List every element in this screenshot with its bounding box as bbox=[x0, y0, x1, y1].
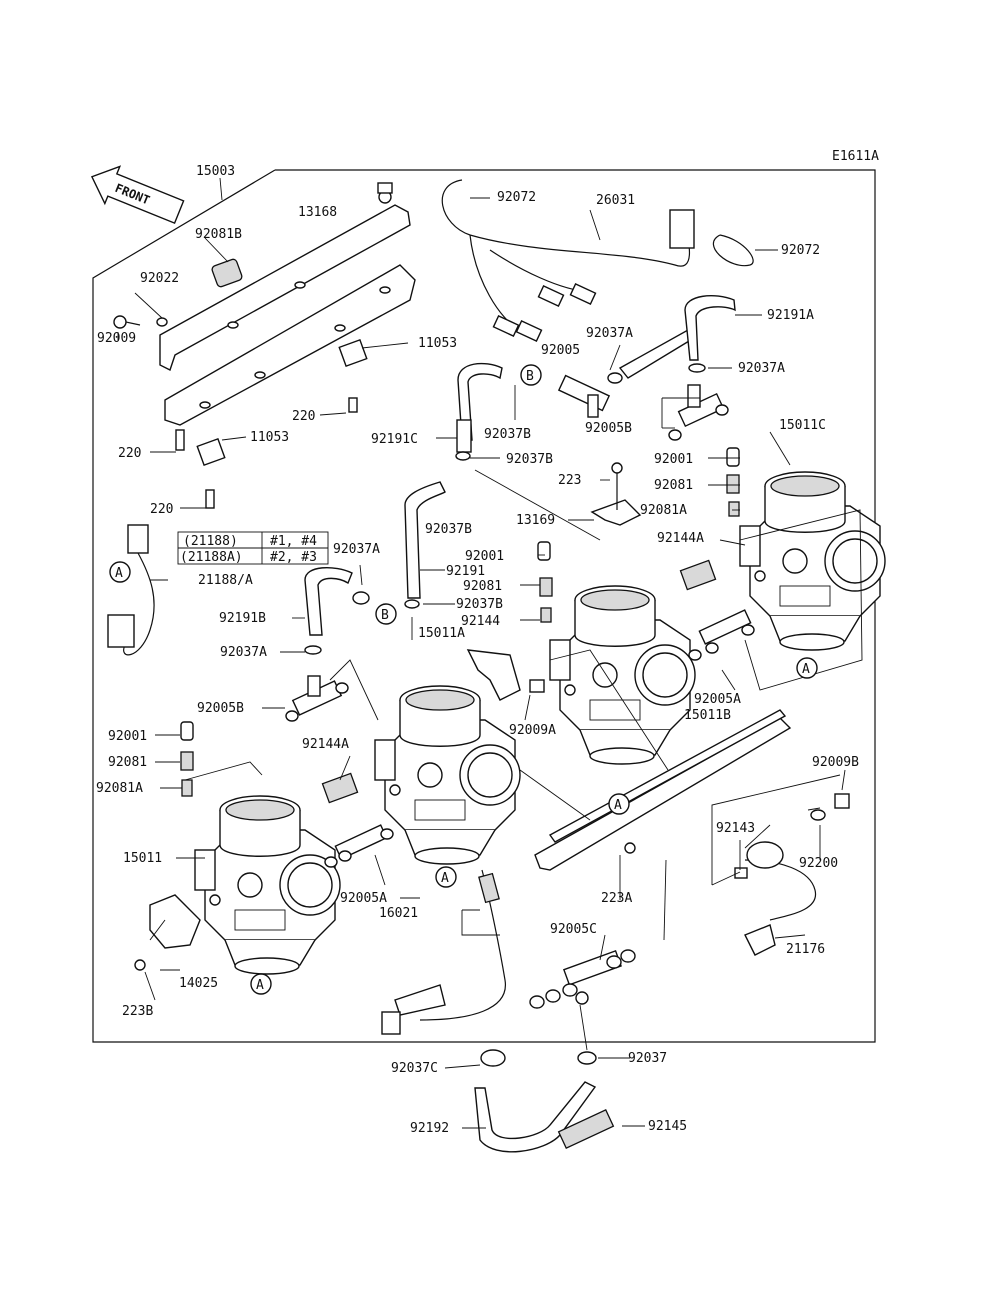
small-parts bbox=[107, 447, 850, 1153]
callout-92001-c: 92001 bbox=[108, 729, 147, 744]
callout-92037: 92037 bbox=[628, 1051, 667, 1066]
callout-11053-b: 11053 bbox=[250, 430, 289, 445]
callout-92037A-a: 92037A bbox=[586, 326, 633, 341]
callout-15011: 15011 bbox=[123, 851, 162, 866]
callout-92145: 92145 bbox=[648, 1119, 687, 1134]
callout-92081-c: 92081 bbox=[108, 755, 147, 770]
callout-21188A: 21188/A bbox=[198, 573, 253, 588]
callout-92081A-a: 92081A bbox=[640, 503, 687, 518]
assembly-frame bbox=[92, 169, 876, 1043]
callout-11053-a: 11053 bbox=[418, 336, 457, 351]
callout-92144A-a: 92144A bbox=[657, 531, 704, 546]
callout-92191: 92191 bbox=[446, 564, 485, 579]
callout-21176: 21176 bbox=[786, 942, 825, 957]
callout-92009B: 92009B bbox=[812, 755, 859, 770]
carburetor-15011A bbox=[374, 685, 521, 865]
ref-b-upper: B bbox=[520, 364, 542, 386]
svg-text:A: A bbox=[441, 871, 449, 886]
callout-92005B-b: 92005B bbox=[197, 701, 244, 716]
callout-92037B-c: 92037B bbox=[425, 522, 472, 537]
carburetor-15011C bbox=[739, 471, 886, 651]
diagram-code: E1611A bbox=[832, 149, 879, 164]
table-r1-cyl: #1, #4 bbox=[270, 534, 317, 549]
callout-92200: 92200 bbox=[799, 856, 838, 871]
svg-text:A: A bbox=[115, 566, 123, 581]
callout-92001-a: 92001 bbox=[654, 452, 693, 467]
callout-92009: 92009 bbox=[97, 331, 136, 346]
callout-220-c: 220 bbox=[150, 502, 173, 517]
table-r1-part: (21188) bbox=[183, 534, 238, 549]
callout-92005C: 92005C bbox=[550, 922, 597, 937]
callout-13169: 13169 bbox=[516, 513, 555, 528]
callout-15003: 15003 bbox=[196, 164, 235, 179]
callout-92192: 92192 bbox=[410, 1121, 449, 1136]
callout-92191C: 92191C bbox=[371, 432, 418, 447]
carburetor-15011B bbox=[549, 585, 696, 765]
leader-15003 bbox=[219, 177, 223, 201]
callout-92005-a: 92005 bbox=[541, 343, 580, 358]
wiring-harness bbox=[441, 179, 754, 343]
callout-92081-b: 92081 bbox=[463, 579, 502, 594]
callout-92037B-a: 92037B bbox=[484, 427, 531, 442]
callout-92037A-b: 92037A bbox=[738, 361, 785, 376]
callout-92037A-d: 92037A bbox=[220, 645, 267, 660]
ref-a-4: A bbox=[435, 866, 457, 888]
ref-b-lower: B bbox=[375, 603, 397, 625]
callout-92005B-a: 92005B bbox=[585, 421, 632, 436]
carburetor-15011 bbox=[194, 795, 341, 975]
sensor-table: (21188) #1, #4 (21188A) #2, #3 bbox=[177, 531, 329, 565]
vacuum-hoses bbox=[285, 295, 736, 722]
callout-92037B-d: 92037B bbox=[456, 597, 503, 612]
callout-92072-b: 92072 bbox=[781, 243, 820, 258]
ref-a-5: A bbox=[250, 973, 272, 995]
callout-92037C: 92037C bbox=[391, 1061, 438, 1076]
callout-223-a: 223 bbox=[558, 473, 581, 488]
table-r2-cyl: #2, #3 bbox=[270, 550, 317, 565]
svg-text:A: A bbox=[802, 662, 810, 677]
callout-14025: 14025 bbox=[179, 976, 218, 991]
svg-text:A: A bbox=[614, 798, 622, 813]
callout-92143: 92143 bbox=[716, 821, 755, 836]
ref-a-3: A bbox=[608, 793, 630, 815]
callout-92005A-a: 92005A bbox=[694, 692, 741, 707]
callout-223B: 223B bbox=[122, 1004, 153, 1019]
callout-15011A: 15011A bbox=[418, 626, 465, 641]
svg-text:A: A bbox=[256, 978, 264, 993]
callout-92022: 92022 bbox=[140, 271, 179, 286]
callout-92072-a: 92072 bbox=[497, 190, 536, 205]
callout-92005A-b: 92005A bbox=[340, 891, 387, 906]
table-r2-part: (21188A) bbox=[180, 550, 243, 565]
callout-92037B-b: 92037B bbox=[506, 452, 553, 467]
front-arrow-icon: FRONT bbox=[90, 165, 185, 225]
callout-92144A-b: 92144A bbox=[302, 737, 349, 752]
callout-223A: 223A bbox=[601, 891, 632, 906]
callout-26031: 26031 bbox=[596, 193, 635, 208]
callout-92144: 92144 bbox=[461, 614, 500, 629]
callout-15011C: 15011C bbox=[779, 418, 826, 433]
callout-92081-a: 92081 bbox=[654, 478, 693, 493]
callout-92191B: 92191B bbox=[219, 611, 266, 626]
svg-text:B: B bbox=[381, 608, 389, 623]
callout-92191A: 92191A bbox=[767, 308, 814, 323]
callout-92081A-b: 92081A bbox=[96, 781, 143, 796]
callout-92009A: 92009A bbox=[509, 723, 556, 738]
ref-a-1: A bbox=[109, 561, 131, 583]
callout-92037A-c: 92037A bbox=[333, 542, 380, 557]
callout-13168: 13168 bbox=[298, 205, 337, 220]
ref-a-2: A bbox=[796, 657, 818, 679]
callout-92001-b: 92001 bbox=[465, 549, 504, 564]
callout-220-a: 220 bbox=[292, 409, 315, 424]
callout-92081B: 92081B bbox=[195, 227, 242, 242]
callout-16021: 16021 bbox=[379, 906, 418, 921]
callout-15011B: 15011B bbox=[684, 708, 731, 723]
bracket-assembly bbox=[113, 182, 416, 509]
callout-labels: 15003 13168 92081B 92022 92009 11053 220… bbox=[96, 164, 859, 1136]
callout-220-b: 220 bbox=[118, 446, 141, 461]
svg-text:B: B bbox=[526, 369, 534, 384]
